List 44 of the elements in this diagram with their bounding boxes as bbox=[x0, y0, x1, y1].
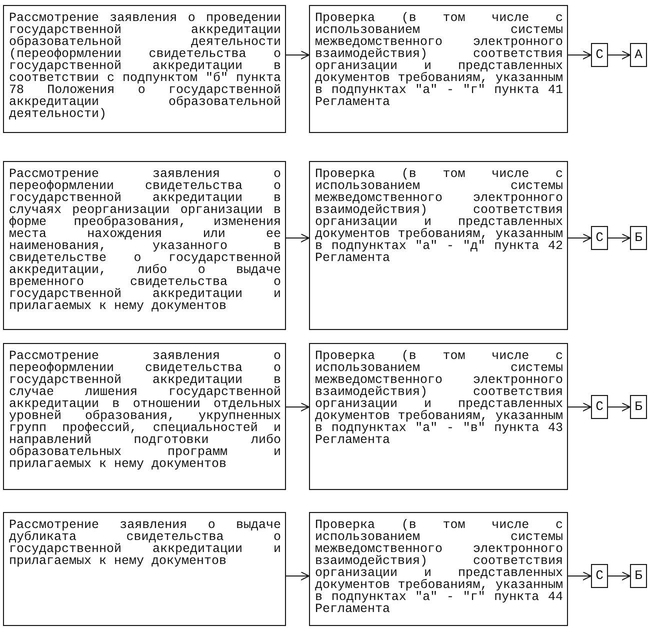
arrow bbox=[286, 572, 310, 580]
process-box bbox=[3, 5, 286, 133]
step-letter: Б bbox=[634, 569, 642, 583]
step-box bbox=[630, 226, 647, 250]
step-letter: С bbox=[596, 400, 604, 414]
arrow bbox=[286, 50, 310, 60]
arrow bbox=[568, 234, 592, 242]
step-letter: С bbox=[596, 48, 604, 62]
process-box bbox=[309, 5, 568, 133]
step-letter: А bbox=[634, 48, 642, 62]
step-box bbox=[591, 226, 608, 250]
step-box bbox=[630, 564, 647, 588]
step-letter: С bbox=[596, 569, 604, 583]
step-letter: Б bbox=[634, 231, 642, 245]
box-text: Рассмотрение заявления о выдаче дубликата свидетельства о государственной аккредитации и прилагаемых к нему документов bbox=[9, 519, 281, 567]
process-box bbox=[309, 512, 568, 626]
arrow bbox=[608, 234, 630, 242]
process-box bbox=[3, 343, 286, 490]
box-text: Рассмотрение заявления о переоформлении свидетельства о государственной аккредитации в случаях реорганизации организации в форме преобразования, изменения места нахождения или ее наименования, указанного в свидетельстве о государственной аккредитации, либо о выдаче временного свидетельства о государственной аккредитации и прилагаемых к нему документов bbox=[9, 168, 281, 312]
box-text: Проверка (в том числе с использованием системы межведомственного электронного взаимодействия) соответствия организации и представленных документов требованиям, указанным в подпунктах "а" - "в" пункта 43 Регламента bbox=[315, 350, 563, 446]
arrow bbox=[286, 402, 310, 412]
step-letter: С bbox=[596, 231, 604, 245]
step-box bbox=[591, 564, 608, 588]
arrow bbox=[568, 572, 592, 580]
process-box bbox=[3, 161, 286, 330]
box-text: Проверка (в том числе с использованием системы межведомственного электронного взаимодействия) соответствия организации и представленных документов требованиям, указанным в подпунктах "а" - "г" пункта 44 Регламента bbox=[315, 519, 563, 615]
arrow bbox=[608, 402, 630, 412]
step-box bbox=[630, 43, 647, 67]
box-text: Рассмотрение заявления о переоформлении свидетельства о государственной аккредитации в случае лишения государственной аккредитации в отношении отдельных уровней образования, укрупненных групп профессий, специальностей и направлений подготовки либо образовательных программ и прилагаемых к нему документов bbox=[9, 350, 281, 470]
arrow bbox=[608, 572, 630, 580]
step-box bbox=[591, 395, 608, 419]
process-box bbox=[309, 161, 568, 330]
arrow bbox=[568, 402, 592, 412]
box-text: Рассмотрение заявления о проведении государственной аккредитации образовательной деятельности (переоформлении свидетельства о государственной аккредитации в соответствии с подпунктом "б" пункта 78 Положения о государственной аккредитации образовательной деятельности) bbox=[9, 12, 281, 120]
process-box bbox=[309, 343, 568, 490]
step-box bbox=[630, 395, 647, 419]
arrow bbox=[608, 50, 630, 60]
step-letter: Б bbox=[634, 400, 642, 414]
arrow bbox=[286, 234, 310, 242]
step-box bbox=[591, 43, 608, 67]
box-text: Проверка (в том числе с использованием системы межведомственного электронного взаимодействия) соответствия организации и представленных документов требованиям, указанным в подпунктах "а" - "г" пункта 41 Регламента bbox=[315, 12, 563, 108]
box-text: Проверка (в том числе с использованием системы межведомственного электронного взаимодействия) соответствия организации и представленных документов требованиям, указанным в подпунктах "а" - "д" пункта 42 Регламента bbox=[315, 168, 563, 264]
process-box bbox=[3, 512, 286, 626]
arrow bbox=[568, 50, 592, 60]
